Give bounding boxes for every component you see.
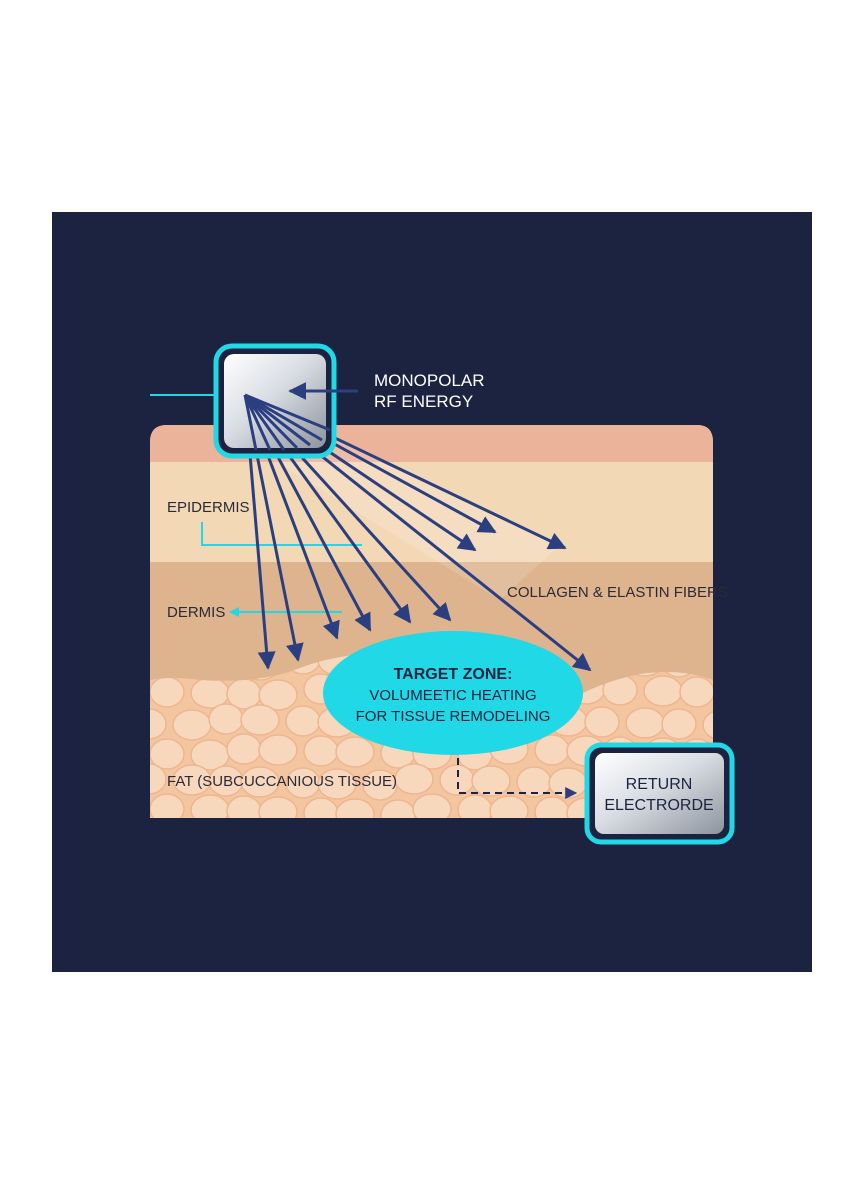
fat-cell xyxy=(335,736,375,768)
fat-cell xyxy=(150,738,185,770)
fat-cell xyxy=(208,703,244,735)
fat-cell xyxy=(172,709,212,741)
fat-cell xyxy=(679,676,713,708)
return-electrode: RETURN ELECTRORDE xyxy=(584,742,735,845)
fat-cell xyxy=(226,733,262,765)
fat-cell xyxy=(240,766,280,798)
fat-cell xyxy=(150,708,167,740)
epidermis-leader xyxy=(201,522,362,546)
electrode-icon xyxy=(595,753,724,834)
fat-cell xyxy=(258,734,298,766)
fat-cell xyxy=(150,793,185,818)
fat-cell xyxy=(258,679,298,711)
fibers-label: COLLAGEN & ELASTIN FIBERS xyxy=(507,584,728,601)
energy-label-line2: RF ENERGY xyxy=(374,392,473,411)
fat-cell xyxy=(303,735,339,767)
fat-cell xyxy=(317,768,357,800)
fat-cell xyxy=(150,676,185,708)
fat-cell xyxy=(625,707,665,739)
fat-cell xyxy=(534,734,570,766)
fat-cell xyxy=(285,705,321,737)
return-path-arrow xyxy=(457,758,578,799)
dermis-label: DERMIS xyxy=(167,604,225,621)
fat-label: FAT (SUBCUCCANIOUS TISSUE) xyxy=(167,773,397,790)
fat-cell xyxy=(661,708,697,740)
fat-cell xyxy=(240,704,280,736)
target-zone-line2: VOLUMEETIC HEATING xyxy=(369,687,536,704)
return-electrode-line2: ELECTRORDE xyxy=(604,797,713,814)
fat-cell xyxy=(412,793,452,818)
fat-cell xyxy=(150,763,167,795)
fat-cell xyxy=(643,675,683,707)
fat-cell xyxy=(335,798,375,818)
energy-label-line1: MONOPOLAR xyxy=(374,371,485,390)
fat-cell xyxy=(439,764,475,796)
target-zone-line3: FOR TISSUE REMODELING xyxy=(356,708,551,725)
target-zone-title: TARGET ZONE: xyxy=(394,666,513,683)
fat-cell xyxy=(258,796,298,818)
rf-arrow-origins xyxy=(243,393,331,451)
epidermis-label: EPIDERMIS xyxy=(167,499,250,516)
fat-cell xyxy=(489,795,529,818)
fat-cell xyxy=(584,706,620,738)
fat-cell xyxy=(394,763,434,795)
fat-cell xyxy=(471,765,511,797)
return-electrode-line1: RETURN xyxy=(626,776,693,793)
fat-cell xyxy=(702,709,713,741)
target-zone: TARGET ZONE: VOLUMEETIC HEATING FOR TISS… xyxy=(323,631,583,755)
